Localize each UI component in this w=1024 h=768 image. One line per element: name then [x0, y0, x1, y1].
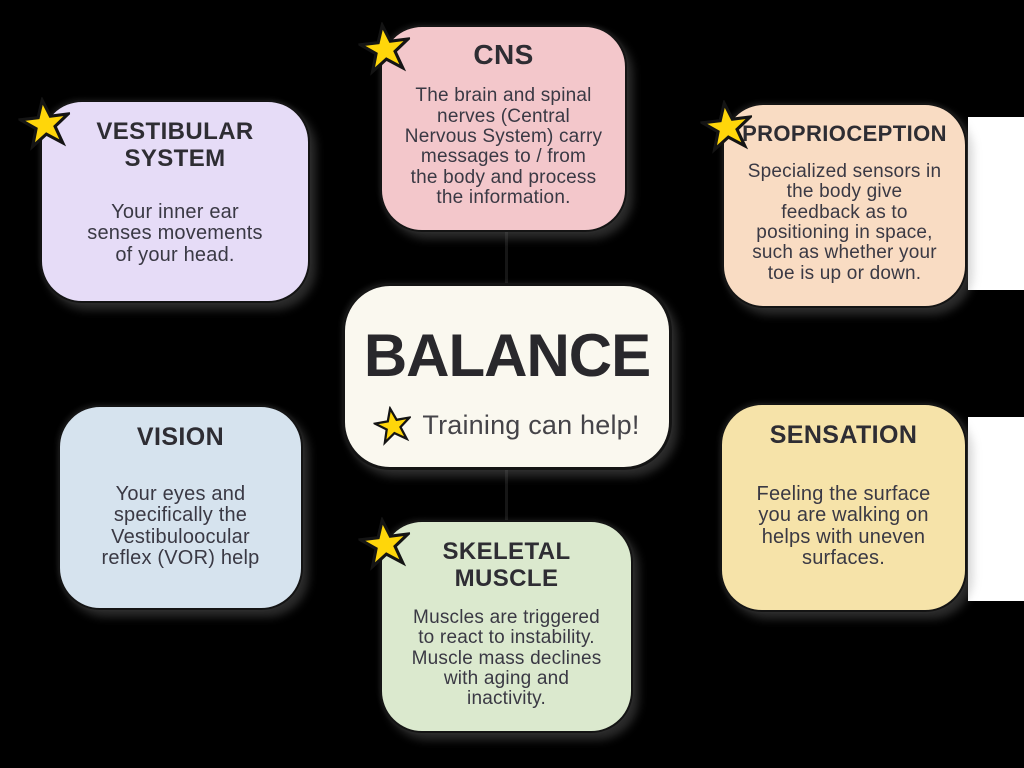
- card-skeletal-muscle: SKELETAL MUSCLE Muscles are triggered to…: [356, 515, 633, 733]
- star-icon: [16, 95, 73, 151]
- white-background-patch: [968, 417, 1024, 601]
- card-body: Muscles are triggered to react to instab…: [411, 607, 602, 710]
- card-title: VESTIBULAR SYSTEM: [96, 118, 254, 173]
- card-title: CNS: [473, 39, 534, 70]
- white-background-patch: [968, 117, 1024, 290]
- card-title: PROPRIOCEPTION: [742, 121, 947, 146]
- card-body: Feeling the surface you are walking on h…: [756, 482, 931, 570]
- card-body: Your eyes and specifically the Vestibulo…: [101, 482, 260, 570]
- card-balance-center: BALANCE Training can help!: [342, 283, 672, 470]
- balance-subtitle-row: Training can help!: [371, 405, 640, 446]
- card-body: Specialized sensors in the body give fee…: [747, 161, 942, 284]
- card-vestibular-system: VESTIBULAR SYSTEM Your inner ear senses …: [16, 95, 310, 303]
- card-body: Your inner ear senses movements of your …: [87, 200, 263, 266]
- card-sensation: SENSATION Feeling the surface you are wa…: [720, 403, 967, 612]
- star-icon: [371, 405, 413, 446]
- card-body: The brain and spinal nerves (Central Ner…: [404, 85, 603, 209]
- connector-line: [505, 230, 508, 286]
- card-title: SENSATION: [769, 421, 918, 449]
- star-icon: [698, 98, 755, 154]
- connector-line: [505, 468, 508, 522]
- card-vision: VISION Your eyes and specifically the Ve…: [58, 405, 303, 610]
- card-proprioception: PROPRIOCEPTION Specialized sensors in th…: [698, 98, 967, 308]
- card-title: VISION: [136, 423, 225, 451]
- balance-subtitle: Training can help!: [422, 409, 640, 440]
- card-cns: CNS The brain and spinal nerves (Central…: [356, 20, 627, 232]
- star-icon: [356, 515, 413, 571]
- balance-title: BALANCE: [363, 322, 651, 389]
- star-icon: [356, 20, 413, 76]
- card-title: SKELETAL MUSCLE: [442, 538, 571, 593]
